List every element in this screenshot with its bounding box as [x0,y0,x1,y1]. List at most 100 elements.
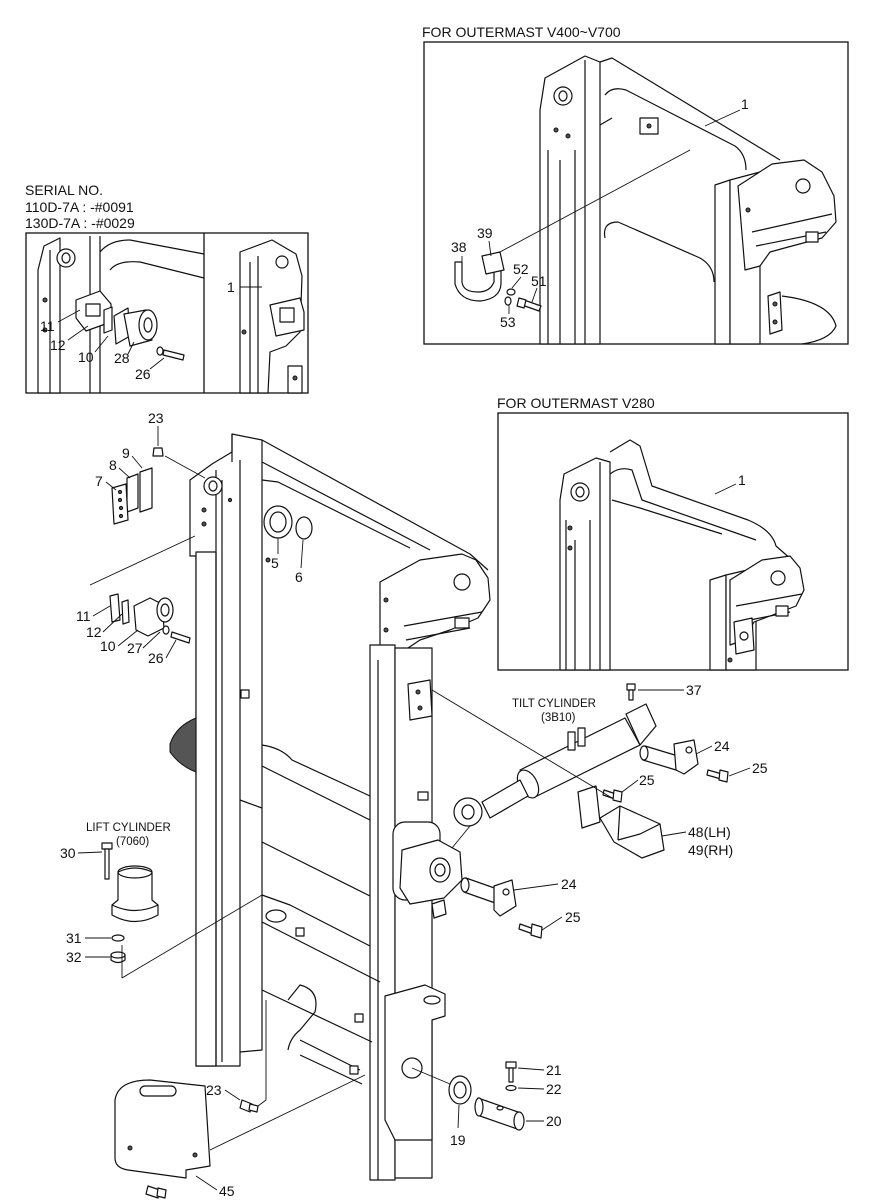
callout-31: 31 [66,930,82,946]
inset-v280-frame [497,412,849,671]
callout-39: 39 [477,225,493,241]
callout-45: 45 [219,1183,235,1199]
right-top-bracket [379,553,491,671]
top-crossmember [261,439,489,571]
callout-21: 21 [546,1062,562,1078]
bolt-23-top [152,447,164,457]
plate-11 [109,593,121,623]
callout-25: 25 [639,772,655,788]
bolt-21 [505,1061,517,1083]
callout-26: 26 [148,650,164,666]
serial-line-110d: 110D-7A : -#0091 [25,199,134,215]
tilt-cylinder [453,703,657,827]
block-48-49 [577,785,665,859]
callout-7: 7 [95,473,103,489]
callout-38: 38 [451,239,467,255]
inset-serial-mast-left [37,236,205,394]
bolt-30 [101,842,113,880]
callout-23: 23 [206,1082,222,1098]
callout-24: 24 [714,738,730,754]
serial-heading: SERIAL NO. [25,182,103,198]
callout-32: 32 [66,949,82,965]
bottom-crossmember [261,894,381,1085]
callout-12: 12 [86,624,102,640]
bolt-25-middle [602,789,623,803]
plate-9 [139,467,153,513]
plate-8 [126,473,139,513]
callout-28: 28 [114,350,130,366]
inset-v400-v700: FOR OUTERMAST V400~V700 [422,24,849,345]
callout-5: 5 [271,555,279,571]
bearing-19 [448,1075,472,1105]
inset-v400-mast [499,55,837,345]
callout-11: 11 [40,318,55,334]
main-callouts: TILT CYLINDER (3B10) LIFT CYLINDER (7060… [60,410,768,1199]
washer-27 [162,625,170,635]
cover-plate-45 [114,1079,211,1179]
callout-6: 6 [295,569,303,585]
inset-serial-mast-right [239,239,305,394]
callout-10: 10 [78,349,94,365]
inset-v280-mast [559,439,805,671]
inset-serial-callouts: 1 11 12 10 28 26 [40,279,262,382]
lift-cylinder-code: (7060) [116,836,149,848]
callout-30: 30 [60,845,76,861]
callout-26: 26 [135,366,151,382]
lift-cylinder [111,865,159,923]
callout-11: 11 [76,608,91,624]
bolt-26 [170,631,191,644]
main-parts [101,447,729,1199]
inset-v280-callouts: 1 [714,472,746,495]
bolt-25-lower [518,923,543,939]
inset-v400-callouts: 1 39 38 52 51 53 [451,96,749,330]
middle-crossmember [239,744,371,897]
plate-12 [121,599,130,625]
inset-v280: FOR OUTERMAST V280 1 [497,395,849,671]
inset-v400-frame [423,41,849,345]
block-10 [133,597,174,637]
bolt-37 [626,683,636,701]
inset-v400-title: FOR OUTERMAST V400~V700 [422,24,621,40]
callout-12: 12 [50,337,66,353]
tilt-cylinder-label: TILT CYLINDER [512,698,596,710]
bolt-25-upper [706,769,729,783]
nut-32 [110,951,126,964]
callout-48-lh: 48(LH) [688,824,731,840]
washer-22 [505,1084,517,1092]
inset-v400-parts [454,251,542,312]
callout-53: 53 [500,314,516,330]
bolt-23-lower [239,1099,259,1113]
pin-24-upper [639,739,699,775]
callout-1: 1 [738,472,746,488]
lift-cylinder-label: LIFT CYLINDER [86,822,171,834]
callout-25: 25 [752,760,768,776]
bolt-bottom-left [145,1185,167,1199]
inset-serial-frame [25,232,309,394]
callout-23: 23 [148,410,164,426]
callout-1: 1 [741,96,749,112]
callout-49-rh: 49(RH) [688,842,733,858]
tilt-cylinder-code: (3B10) [541,712,576,724]
serial-line-130d: 130D-7A : -#0029 [25,215,135,231]
main-mast [169,433,491,1181]
callout-8: 8 [109,457,117,473]
callout-9: 9 [122,445,130,461]
left-upright [169,433,263,1067]
washer-31 [111,934,125,942]
callout-37: 37 [686,682,702,698]
callout-52: 52 [513,261,529,277]
callout-51: 51 [531,273,547,289]
callout-20: 20 [546,1113,562,1129]
inset-v280-title: FOR OUTERMAST V280 [497,395,655,411]
reference-lines [89,455,613,1151]
inset-serial: SERIAL NO. 110D-7A : -#0091 130D-7A : -#… [25,182,309,394]
bushing-5 [263,505,293,539]
callout-24: 24 [561,876,577,892]
callout-22: 22 [546,1081,562,1097]
callout-1: 1 [227,279,235,295]
right-bottom-bracket [384,984,446,1141]
strip-7 [111,483,129,525]
ring-6 [295,516,313,540]
pin-24-lower [460,877,517,917]
